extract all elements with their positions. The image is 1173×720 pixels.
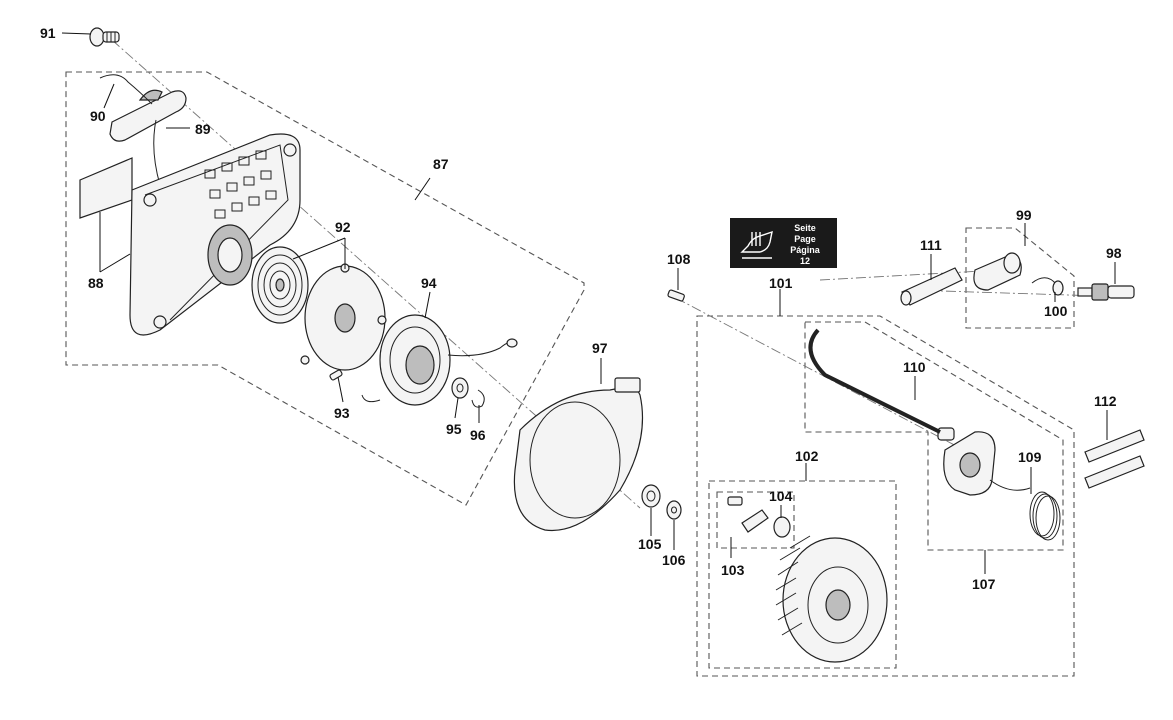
rewind-spring-92 [251, 246, 309, 324]
spring-cover-plate [300, 263, 387, 371]
callout-99: 99 [1016, 207, 1032, 223]
callout-110: 110 [903, 359, 926, 375]
callout-103: 103 [721, 562, 745, 578]
callout-102: 102 [795, 448, 819, 464]
hoses-112 [1084, 429, 1145, 489]
group-box-103 [716, 491, 795, 549]
washer-95 [451, 377, 469, 399]
page-badge-line-1: Seite [794, 223, 816, 233]
fan-housing-97 [513, 377, 644, 532]
page-reference-badge: Seite Page Página 12 [730, 218, 837, 268]
axis-line-starter [111, 39, 641, 509]
washer-95-hole [456, 383, 464, 393]
callout-96: 96 [470, 427, 486, 443]
sleeve-111 [900, 267, 963, 306]
plug-boot-99 [973, 252, 1022, 291]
cable-109 [989, 479, 1061, 541]
group-box-107 [804, 321, 1064, 551]
callout-105: 105 [638, 536, 662, 552]
callout-108: 108 [667, 251, 691, 267]
callout-112: 112 [1094, 393, 1117, 409]
flywheel-102 [775, 535, 888, 663]
callout-labels: 91 90 89 88 87 92 93 94 95 96 97 98 99 1… [40, 25, 1122, 592]
starter-handle-89 [99, 74, 187, 186]
callout-106: 106 [662, 552, 686, 568]
callout-97: 97 [592, 340, 608, 356]
nut-105 [641, 484, 661, 508]
callout-111: 111 [920, 237, 942, 253]
screw-91 [89, 27, 120, 47]
callout-94: 94 [421, 275, 437, 291]
callout-90: 90 [90, 108, 106, 124]
callout-87: 87 [433, 156, 449, 172]
clip-96 [471, 389, 485, 408]
pawl-103 [727, 496, 769, 533]
group-box-87 [65, 71, 585, 506]
page-badge-line-3: Página [790, 245, 821, 255]
callout-98: 98 [1106, 245, 1122, 261]
callout-89: 89 [195, 121, 211, 137]
group-box-99 [965, 227, 1075, 329]
callout-91: 91 [40, 25, 56, 41]
rope-pulley-94 [361, 314, 518, 406]
callout-107: 107 [972, 576, 996, 592]
callout-92: 92 [335, 219, 351, 235]
callout-100: 100 [1044, 303, 1068, 319]
leader-lines [61, 32, 1116, 574]
page-badge-line-2: Page [794, 234, 816, 244]
callout-101: 101 [769, 275, 793, 291]
callout-95: 95 [446, 421, 462, 437]
spark-plug-98 [1077, 283, 1135, 301]
callout-88: 88 [88, 275, 104, 291]
group-box-102 [708, 480, 897, 669]
callout-109: 109 [1018, 449, 1042, 465]
starter-housing [129, 133, 301, 336]
ht-lead-110 [808, 328, 941, 434]
spring-104 [773, 516, 791, 538]
ignition-module-107 [937, 427, 996, 496]
screw-93 [329, 369, 343, 381]
booklet-icon [740, 230, 773, 259]
label-plate-88 [79, 157, 133, 219]
page-badge-background [730, 218, 837, 268]
spring-clip-100 [1031, 277, 1064, 296]
page-badge-line-4: 12 [800, 256, 810, 266]
screw-108 [667, 289, 685, 302]
washer-106 [666, 500, 682, 520]
axis-line-wire [819, 269, 1001, 281]
callout-93: 93 [334, 405, 350, 421]
callout-104: 104 [769, 488, 793, 504]
axis-line-plug [909, 289, 1101, 297]
group-box-101 [696, 315, 1075, 677]
